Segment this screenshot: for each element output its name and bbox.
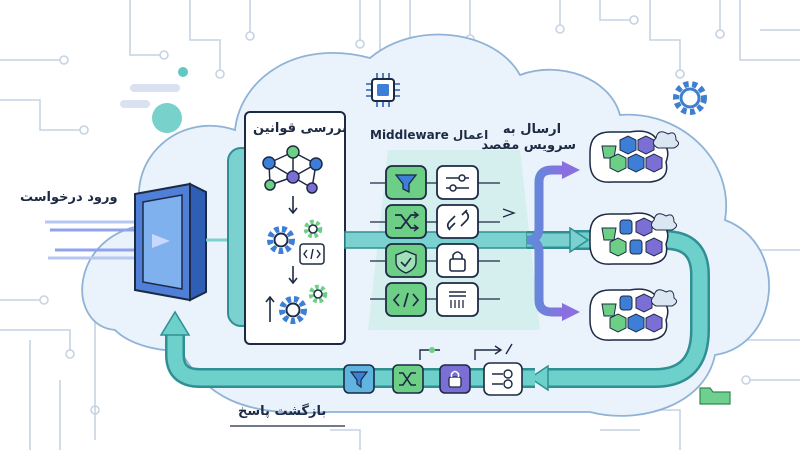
filter-icon xyxy=(343,364,375,394)
service-cluster-icon xyxy=(589,130,680,183)
send-to-service-line2: سرویس مقصد xyxy=(481,138,576,154)
service-cluster-icon xyxy=(589,212,678,265)
arrow-up-icon xyxy=(265,295,275,322)
send-to-service-line1: ارسال به xyxy=(502,122,562,137)
flow-icon xyxy=(483,362,523,396)
split-arrows xyxy=(526,161,590,321)
network-graph-icon xyxy=(262,145,323,194)
lock-icon xyxy=(439,364,471,394)
sliders-icon xyxy=(436,165,479,200)
decor-bar xyxy=(130,84,180,92)
gear-icon xyxy=(673,81,707,115)
gears-icon xyxy=(279,284,328,324)
decor-dot xyxy=(152,103,182,133)
gears-code-icon xyxy=(267,219,325,265)
decor-bar xyxy=(120,100,150,108)
shuffle-icon xyxy=(392,364,424,394)
gateway-monitor-icon xyxy=(134,182,207,302)
arrow-down-icon xyxy=(288,266,298,285)
shuffle-icon xyxy=(385,204,427,239)
middleware-rails xyxy=(370,182,516,300)
arrow-down-icon xyxy=(288,196,298,215)
decor-dot xyxy=(178,67,188,77)
folder-icon xyxy=(699,387,731,405)
response-return-label: بازگشت پاسخ xyxy=(238,404,327,419)
lock-icon xyxy=(436,243,479,278)
send-to-service-label: ارسال به سرویس مقصد xyxy=(481,122,576,155)
main-pipe xyxy=(344,231,528,249)
chip-icon xyxy=(366,73,400,107)
filter-icon xyxy=(385,165,427,200)
rules-check-label: بررسی قوانین xyxy=(253,121,347,136)
unlink-icon xyxy=(436,204,479,239)
document-icon xyxy=(436,282,479,317)
response-chain xyxy=(419,343,513,360)
middleware-label: اعمال Middleware xyxy=(370,128,489,142)
code-icon xyxy=(385,282,427,317)
shield-check-icon xyxy=(385,243,427,278)
response-loop xyxy=(159,230,710,392)
incoming-request-label: ورود درخواست xyxy=(20,190,118,205)
service-cluster-icon xyxy=(589,288,678,341)
